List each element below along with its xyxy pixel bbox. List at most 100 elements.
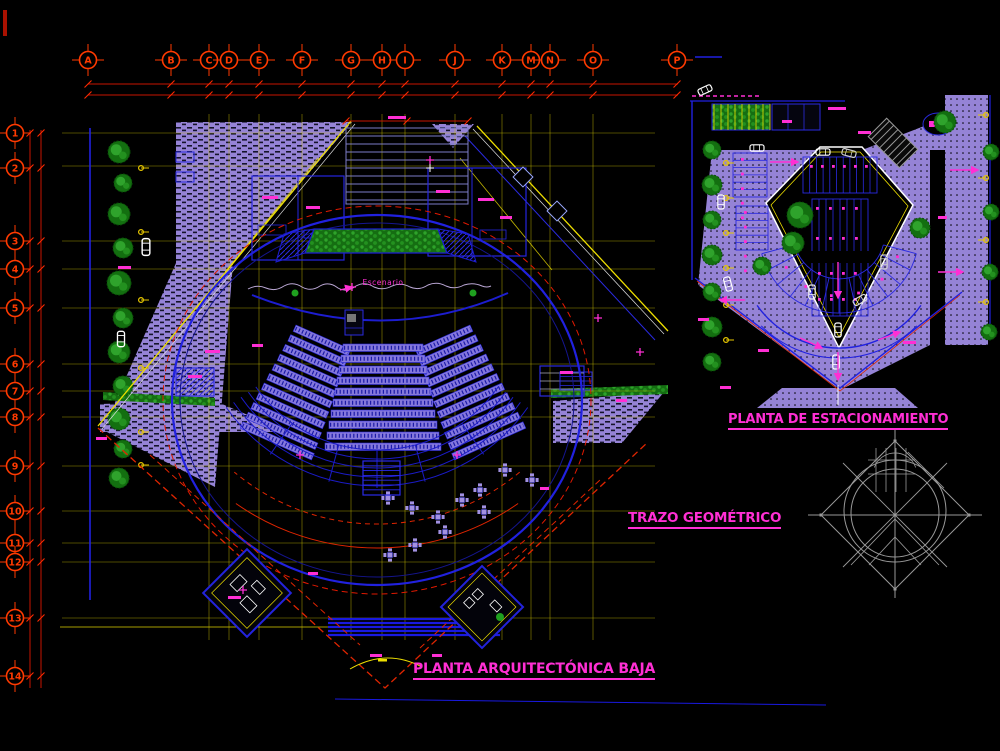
table-glyph (455, 493, 469, 507)
car-glyph (116, 330, 126, 348)
grid-bubble-top-N-label: N (546, 55, 554, 66)
grid-bubble-top-F-label: F (299, 55, 306, 66)
grid-bubble-left-5: 5 (0, 292, 31, 324)
car-glyph (815, 148, 831, 156)
grid-bubble-top-B: B (155, 44, 187, 76)
tree-glyph (107, 140, 131, 164)
grid-bubble-top-G-label: G (347, 55, 355, 66)
grid-bubble-left-4-label: 4 (12, 264, 19, 275)
grid-bubble-top-F: F (286, 44, 318, 76)
restroom-left (201, 547, 293, 639)
grid-bubble-top-P-label: P (674, 55, 681, 66)
tree-glyph (702, 140, 722, 160)
table-glyph (431, 510, 445, 524)
grid-bubble-top-J-label: J (452, 55, 457, 66)
grid-bubble-top-I: I (389, 44, 421, 76)
lamp-glyph (722, 195, 734, 202)
grid-bubble-left-12-label: 12 (8, 557, 21, 568)
corner-room (546, 200, 568, 222)
grid-bubble-left-7-label: 7 (12, 386, 19, 397)
tree-glyph (981, 263, 999, 281)
lamp-glyph (138, 297, 149, 304)
lamp-glyph (978, 175, 989, 182)
table-glyph (498, 463, 512, 477)
seating-banks (225, 324, 529, 496)
grid-bubble-left-6: 6 (0, 348, 31, 380)
building-walls (97, 120, 669, 430)
grid-bubble-left-1: 1 (0, 117, 31, 149)
car-glyph (841, 147, 857, 159)
table-glyph (473, 483, 487, 497)
car-glyph (722, 276, 734, 292)
tree-glyph (107, 407, 131, 431)
lamp-glyph (978, 299, 989, 306)
tree-glyph (909, 217, 931, 239)
table-glyph (381, 491, 395, 505)
lobby (97, 427, 827, 706)
grid-bubble-left-2-label: 2 (12, 163, 19, 174)
geometric-trace-figure (808, 430, 982, 598)
table-glyph (477, 505, 491, 519)
grid-bubble-top-N: N (534, 44, 566, 76)
tree-glyph (781, 231, 805, 255)
tree-glyph (106, 270, 132, 296)
grid-bubble-left-9: 9 (0, 450, 31, 482)
grid-bubble-left-13-label: 13 (8, 613, 21, 624)
lamp-glyph (138, 365, 149, 372)
tree-glyph (702, 352, 722, 372)
table-glyph (383, 548, 397, 562)
lamp-glyph (978, 237, 989, 244)
tree-glyph (112, 375, 134, 397)
grid-bubble-top-K: K (486, 44, 518, 76)
tree-glyph (113, 439, 133, 459)
tree-glyph (702, 282, 722, 302)
lamp-glyph (138, 429, 149, 436)
table-glyph (525, 473, 539, 487)
grid-bubble-left-10: 10 (0, 495, 31, 527)
car-glyph (717, 194, 725, 210)
tree-glyph (701, 316, 723, 338)
street-and-trees (89, 128, 195, 600)
lamp-glyph (722, 230, 734, 237)
table-glyph (405, 501, 419, 515)
stage-label: Escenario (363, 278, 404, 287)
grid-bubble-top-E-label: E (256, 55, 263, 66)
grid-bubble-top-I-label: I (403, 55, 407, 66)
grid-bubble-top-J: J (439, 44, 471, 76)
car-glyph (880, 254, 888, 270)
dimension-lines (3, 10, 722, 688)
tree-glyph (982, 203, 1000, 221)
car-glyph (749, 144, 765, 152)
tree-glyph (752, 256, 772, 276)
grid-bubble-left-8: 8 (0, 401, 31, 433)
lamp-glyph (978, 111, 989, 118)
tree-glyph (982, 143, 1000, 161)
grid-bubble-top-K-label: K (498, 55, 506, 66)
auditorium (162, 205, 592, 595)
tree-glyph (980, 323, 998, 341)
tree-glyph (933, 110, 957, 134)
grid-bubble-left-13: 13 (0, 602, 31, 634)
grid-bubble-top-G: G (335, 44, 367, 76)
grid-bubble-left-2: 2 (0, 152, 31, 184)
car-glyph (852, 293, 868, 307)
car-glyph (834, 322, 842, 338)
tree-glyph (108, 467, 130, 489)
tree-glyph (107, 340, 131, 364)
grid-bubble-top-H-label: H (378, 55, 386, 66)
seat-bank-center (324, 343, 442, 451)
lamp-glyph (138, 165, 149, 172)
car-glyph (141, 237, 151, 257)
grid-bubble-left-14: 14 (0, 660, 31, 692)
lamp-glyph (722, 160, 734, 167)
grid-bubble-left-7: 7 (0, 375, 31, 407)
tree-glyph (107, 202, 131, 226)
grid-bubble-top-P: P (661, 44, 693, 76)
grid-bubble-top-D: D (213, 44, 245, 76)
table-glyph (408, 538, 422, 552)
annotation-marks (96, 116, 644, 657)
grid-bubble-left-9-label: 9 (12, 461, 19, 472)
